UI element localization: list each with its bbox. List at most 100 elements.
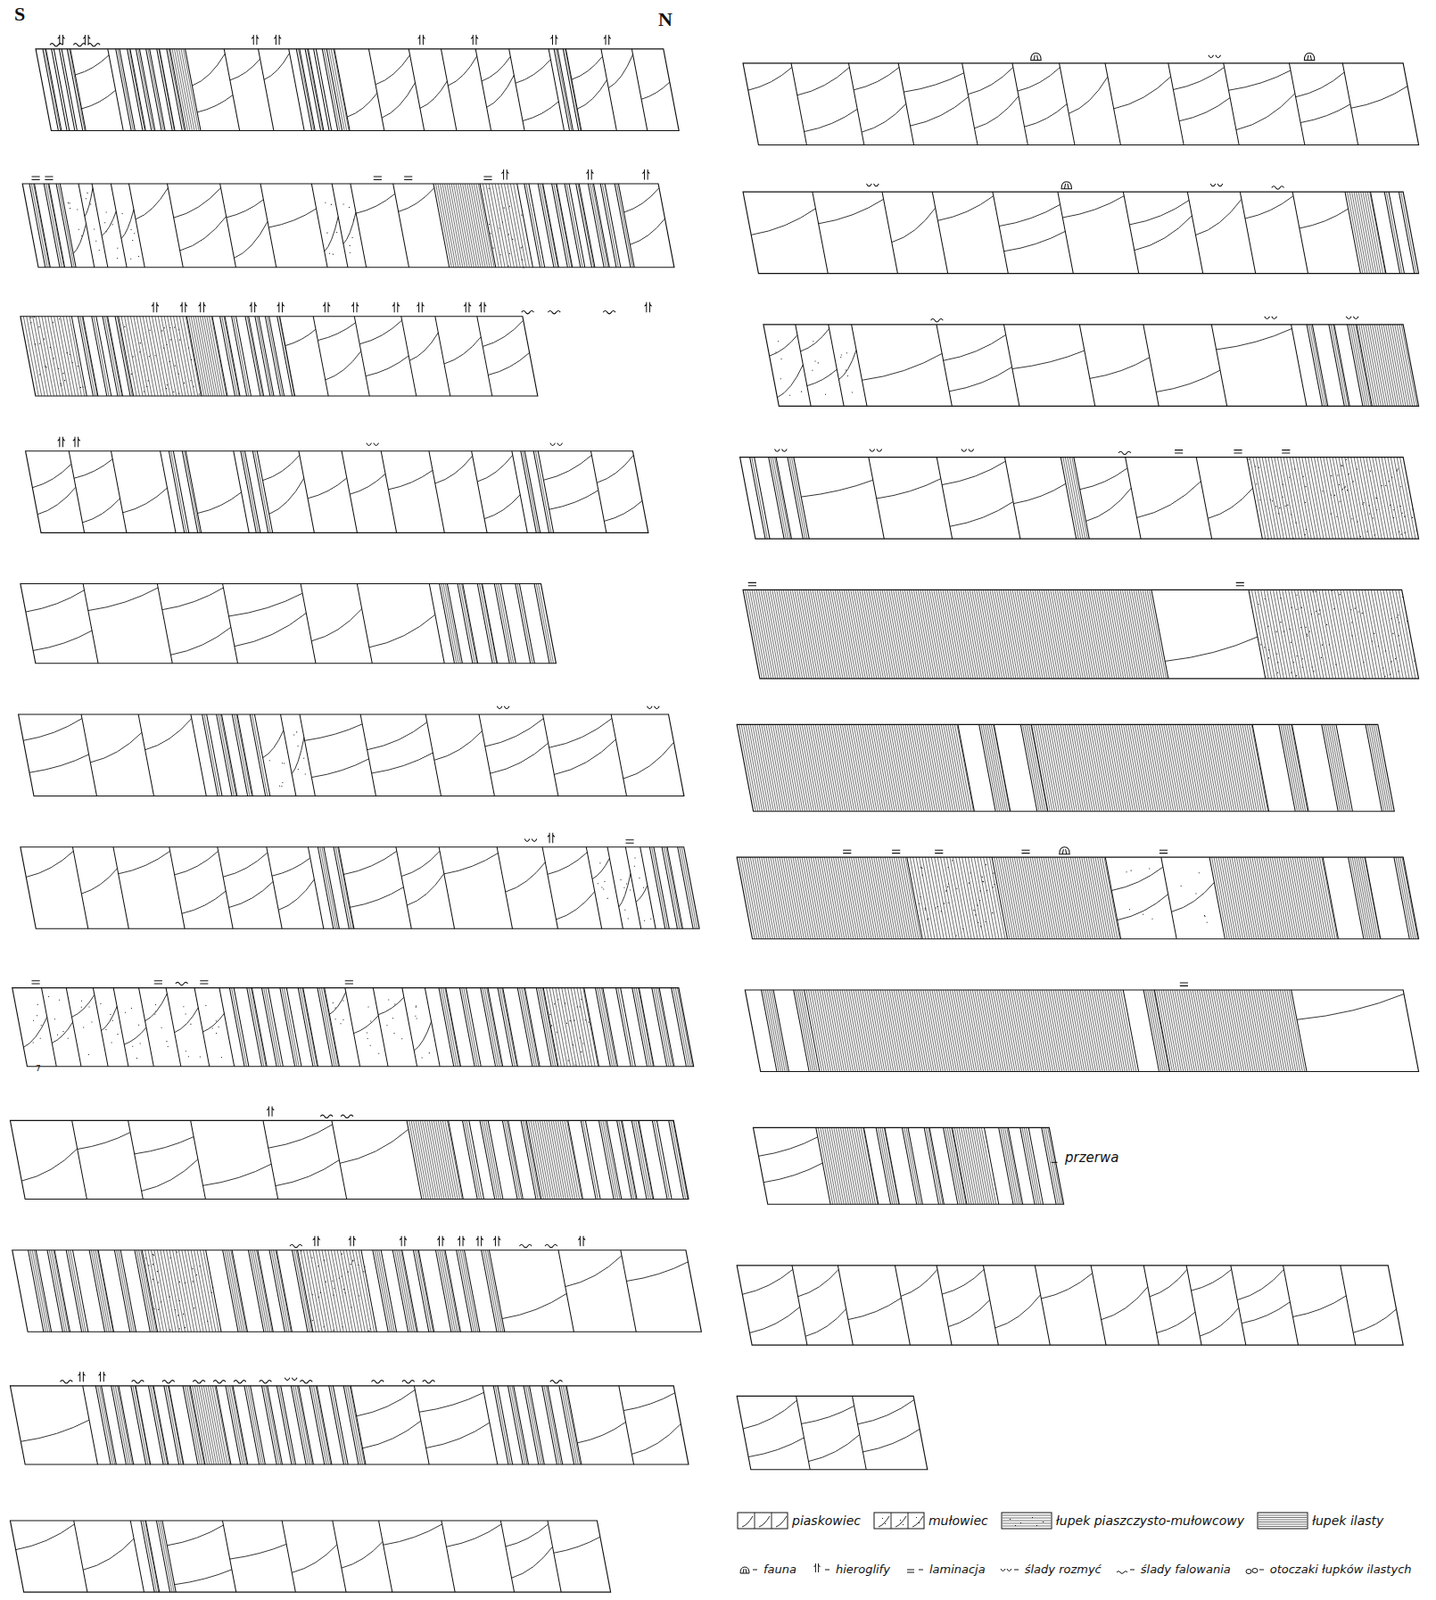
legend-text: laminacja (929, 1562, 986, 1577)
bed-boundary (812, 191, 1415, 274)
legend-text: ślady rozmyć (1024, 1562, 1102, 1577)
bed-structure (23, 718, 674, 780)
observation-symbols (151, 302, 652, 314)
bed-boundary (816, 1127, 1057, 1205)
section-strip (9, 1105, 689, 1199)
silt-dots (269, 731, 306, 787)
strip-outline (12, 988, 694, 1067)
section-strip (752, 1127, 1064, 1205)
section-strip (25, 437, 649, 534)
bed-boundary (82, 584, 550, 664)
section-strip (9, 1371, 689, 1465)
strip-outline (35, 49, 679, 132)
legend-text: łupek ilasty (1312, 1513, 1384, 1528)
legend-text: fauna (763, 1562, 797, 1577)
section-strip (736, 1395, 928, 1470)
bed-structure (769, 328, 1293, 397)
bed-boundary (29, 183, 635, 268)
bed-structure (502, 1255, 688, 1320)
strip-outline (744, 990, 1419, 1073)
shale-lines (763, 990, 1305, 1073)
strip-outline (9, 1520, 611, 1593)
strip-outline (742, 589, 1420, 679)
bed-boundary (74, 1520, 562, 1593)
bed-structure (742, 1399, 920, 1461)
bed-boundary (41, 988, 687, 1067)
section-strip (742, 181, 1420, 274)
bed-boundary (796, 1395, 867, 1470)
observation-symbols (1180, 982, 1189, 986)
section-strip (740, 448, 1420, 540)
strip-outline (25, 451, 649, 534)
bed-structure (1164, 636, 1258, 661)
shale-lines (320, 847, 698, 930)
shale-lines (751, 457, 1416, 540)
legend-item: ślady rozmyć (998, 1560, 1102, 1577)
observation-symbols (866, 181, 1284, 190)
shale-lines (739, 857, 1419, 940)
section-strip (736, 847, 1419, 940)
bed-structure (25, 587, 436, 655)
observation-symbols (842, 847, 1168, 855)
legend-item: laminacja (902, 1560, 986, 1577)
direction-label: N (658, 8, 673, 31)
section-strip (20, 833, 700, 930)
legend-item: ślady falowania (1114, 1560, 1231, 1577)
observation-symbols (496, 706, 660, 710)
observation-symbols (748, 582, 1245, 586)
leader-dash (1051, 1162, 1058, 1164)
strip-outline (18, 714, 685, 797)
observation-symbols (289, 1236, 586, 1248)
observation-symbols (31, 169, 650, 180)
silt-dots (775, 340, 853, 397)
section-strip (9, 1520, 611, 1593)
observation-symbols (49, 34, 611, 47)
strip-outline (736, 857, 1419, 940)
bed-structure (800, 461, 1253, 527)
silt-dots (1248, 459, 1418, 541)
bed-boundary (1151, 589, 1266, 679)
bed-boundary (957, 724, 1383, 811)
strip-outline (22, 183, 675, 268)
observation-symbols (31, 981, 353, 986)
legend-swatch (1000, 1510, 1053, 1531)
bed-structure (23, 991, 431, 1051)
section-strip (12, 981, 694, 1067)
bed-boundary (68, 451, 607, 534)
section-strip (736, 724, 1395, 811)
bed-structure (1111, 866, 1214, 921)
strip-outline (736, 1265, 1403, 1346)
section-strip (763, 316, 1420, 407)
strip-outline (742, 191, 1420, 274)
bed-boundary (28, 1250, 637, 1333)
bed-boundary (791, 63, 1359, 146)
bed-structure (1296, 994, 1404, 1021)
legend-swatch (1256, 1510, 1309, 1531)
legend-item: hieroglify (808, 1560, 891, 1577)
legend-text: piaskowiec (792, 1513, 861, 1528)
bed-boundary (72, 1120, 685, 1199)
strip-outline (20, 316, 538, 397)
section-strip (744, 982, 1419, 1073)
shale-lines (745, 589, 1416, 679)
strip-outline (9, 1386, 689, 1465)
strip-outline (752, 1127, 1064, 1205)
observation-symbols (1031, 53, 1315, 61)
bed-boundary (72, 847, 694, 930)
section-strips (9, 34, 1419, 1593)
section-strip (742, 53, 1420, 146)
bed-boundary (42, 49, 648, 132)
strip-outline (740, 457, 1420, 540)
bed-structure (759, 1137, 824, 1183)
legend-text: mułowiec (928, 1513, 989, 1528)
strip-outline (20, 847, 700, 930)
legend-swatch (902, 1560, 926, 1577)
shale-lines (98, 1386, 581, 1465)
silt-dots (597, 858, 652, 922)
silt-dots (1258, 590, 1416, 680)
observation-symbols (57, 437, 563, 447)
strip-outline (736, 724, 1395, 811)
bed-structure (21, 1124, 409, 1192)
bed-boundary (82, 1386, 635, 1465)
